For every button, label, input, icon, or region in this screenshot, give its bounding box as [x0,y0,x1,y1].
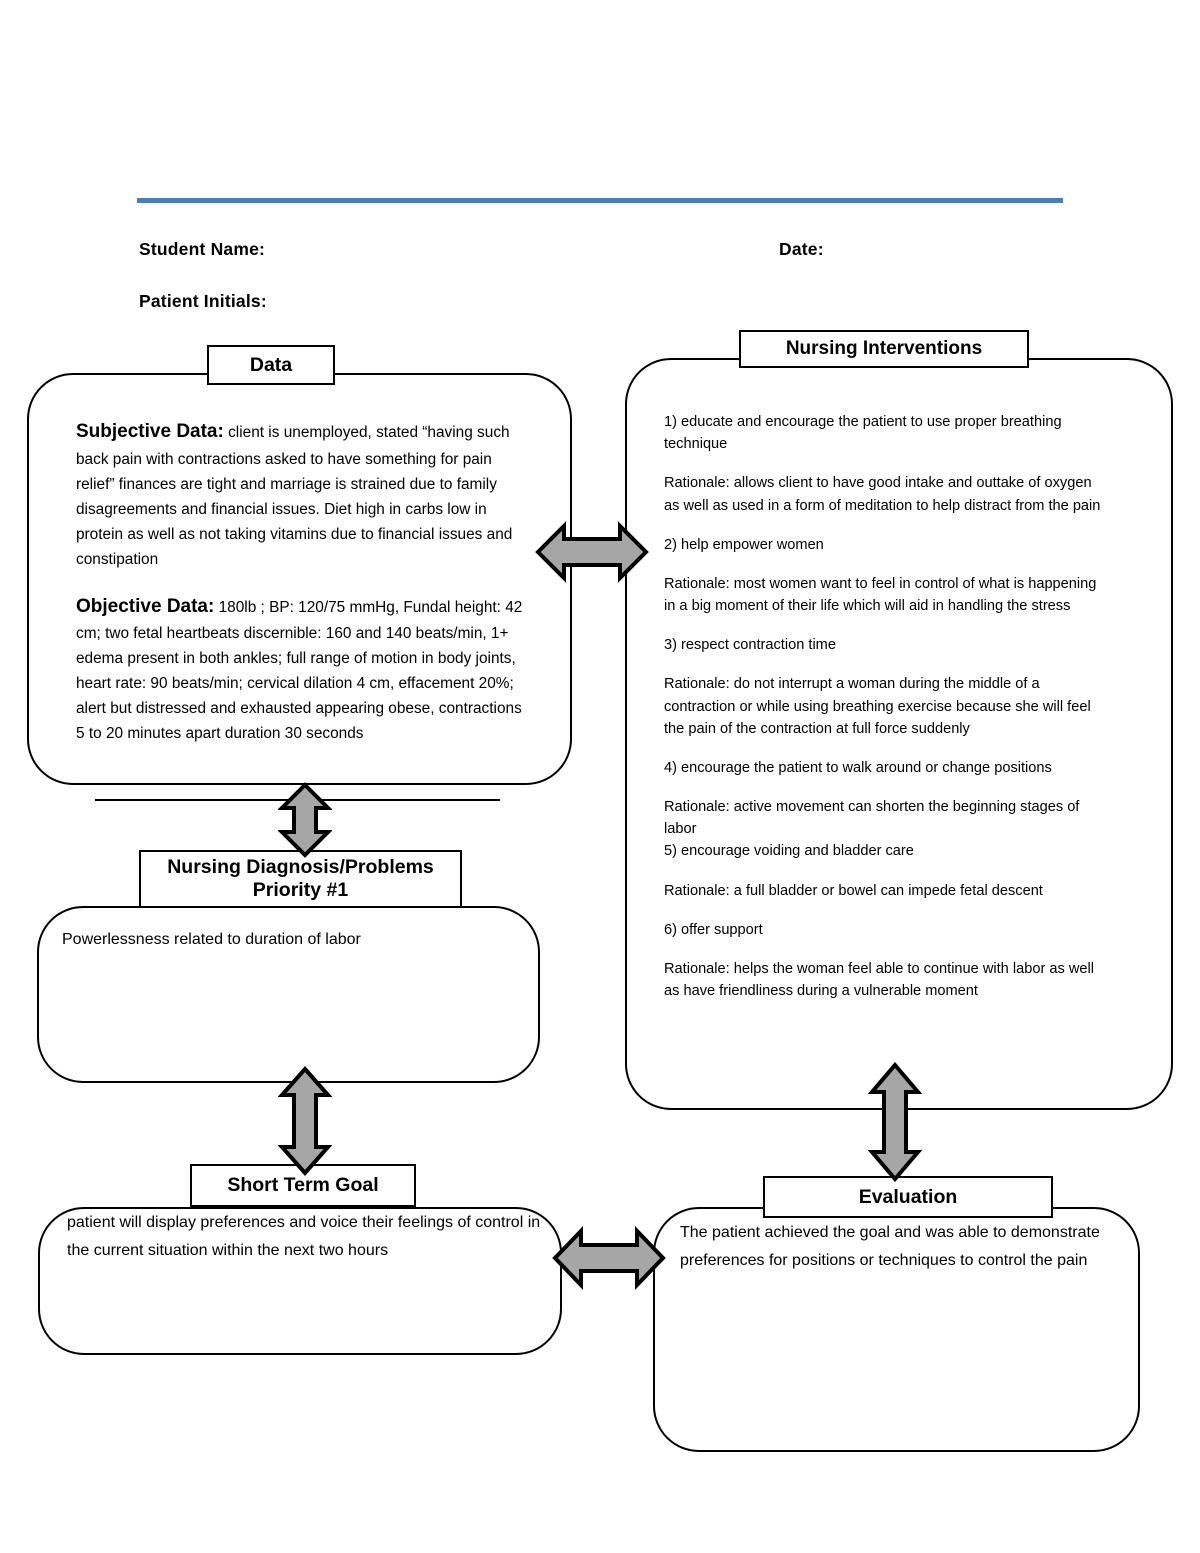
short-term-goal-content: patient will display preferences and voi… [67,1214,541,1260]
intervention-item: Rationale: helps the woman feel able to … [664,960,1094,1000]
subjective-data-text: client is unemployed, stated “having suc… [76,424,513,568]
intervention-item: 1) educate and encourage the patient to … [664,414,1062,453]
intervention-item: Rationale: active movement can shorten t… [664,799,1080,838]
intervention-item: Rationale: most women want to feel in co… [664,575,1097,615]
date-label: Date: [779,239,824,259]
objective-data-paragraph: Objective Data: 180lb ; BP: 120/75 mmHg,… [76,592,526,748]
nursing-interventions-title: Nursing Interventions [739,330,1029,368]
arrow-diagnosis-to-goal [278,1066,332,1176]
intervention-item: Rationale: do not interrupt a woman duri… [664,676,1091,737]
nursing-diagnosis-box [37,906,540,1083]
intervention-item: 4) encourage the patient to walk around … [664,759,1052,776]
intervention-item: 2) help empower women [664,536,824,553]
nursing-diagnosis-title-line2: Priority #1 [252,879,349,901]
data-box-title: Data [207,345,335,385]
evaluation-title: Evaluation [763,1176,1053,1218]
subjective-data-lead: Subjective Data: [76,421,224,442]
short-term-goal-box [38,1207,562,1355]
arrow-data-to-diagnosis [278,782,332,858]
data-box-content: Subjective Data: client is unemployed, s… [76,417,526,747]
header-rule [137,198,1063,203]
data-box [27,373,572,785]
patient-initials-label: Patient Initials: [139,291,267,311]
arrow-goal-to-evaluation [551,1222,667,1294]
intervention-item: 5) encourage voiding and bladder care [664,843,914,860]
nursing-diagnosis-content: Powerlessness related to duration of lab… [62,931,361,948]
evaluation-box [653,1207,1140,1452]
intervention-item: Rationale: a full bladder or bowel can i… [664,882,1043,899]
objective-data-lead: Objective Data: [76,595,215,617]
nursing-interventions-content: 1) educate and encourage the patient to … [664,411,1104,1002]
arrow-data-to-interventions [534,518,650,586]
intervention-item: 6) offer support [664,921,763,938]
student-name-label: Student Name: [139,239,266,259]
nursing-diagnosis-title-line1: Nursing Diagnosis/Problems [167,856,434,878]
objective-data-text: 180lb ; BP: 120/75 mmHg, Fundal height: … [76,598,523,743]
intervention-item: 3) respect contraction time [664,637,836,654]
subjective-data-paragraph: Subjective Data: client is unemployed, s… [76,417,526,573]
nursing-interventions-box [625,358,1173,1110]
evaluation-content: The patient achieved the goal and was ab… [680,1224,1100,1270]
arrow-interventions-to-evaluation [868,1062,922,1182]
intervention-item: Rationale: allows client to have good in… [664,475,1101,514]
nursing-diagnosis-title: Nursing Diagnosis/Problems Priority #1 [139,850,462,908]
